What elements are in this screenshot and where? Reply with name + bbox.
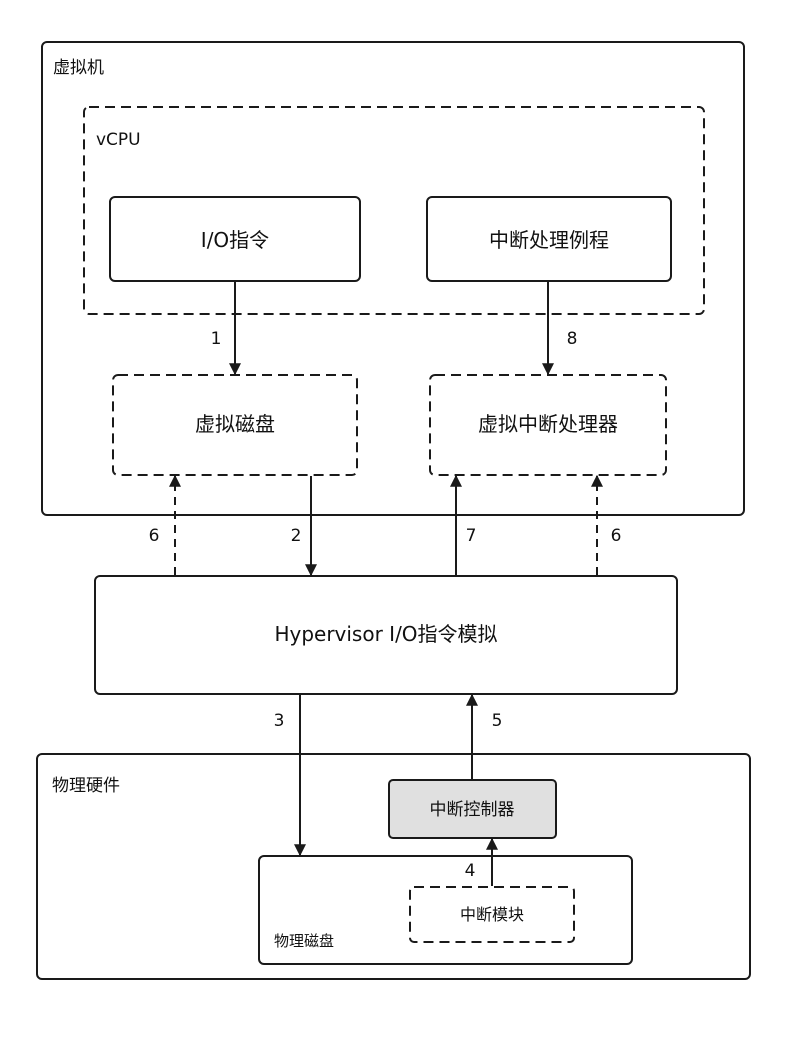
step-label-6-left: 6 xyxy=(149,526,160,546)
interrupt-controller-label: 中断控制器 xyxy=(430,800,515,820)
interrupt-module-label: 中断模块 xyxy=(460,905,524,924)
step-label-1: 1 xyxy=(211,329,222,349)
step-label-5: 5 xyxy=(492,711,503,731)
step-label-2: 2 xyxy=(291,526,302,546)
interrupt-controller-box xyxy=(388,779,557,839)
interrupt-routine-label: 中断处理例程 xyxy=(489,228,609,252)
io-instruction-label: I/O指令 xyxy=(201,228,269,252)
step-label-6-right: 6 xyxy=(611,526,622,546)
physical-disk-label: 物理磁盘 xyxy=(274,932,334,950)
step-label-3: 3 xyxy=(274,711,285,731)
virtual-disk-label: 虚拟磁盘 xyxy=(195,412,275,436)
step-label-4: 4 xyxy=(465,861,476,881)
vm-label: 虚拟机 xyxy=(53,58,104,78)
vcpu-label: vCPU xyxy=(96,130,141,150)
hypervisor-label: Hypervisor I/O指令模拟 xyxy=(274,622,497,646)
interrupt-routine-box xyxy=(426,196,672,282)
io-instruction-box xyxy=(109,196,361,282)
interrupt-module-box xyxy=(409,886,575,943)
virtual-interrupt-handler-label: 虚拟中断处理器 xyxy=(478,412,618,436)
step-label-7: 7 xyxy=(466,526,477,546)
hardware-label: 物理硬件 xyxy=(52,776,120,796)
step-label-8: 8 xyxy=(567,329,578,349)
hypervisor-box xyxy=(94,575,678,695)
